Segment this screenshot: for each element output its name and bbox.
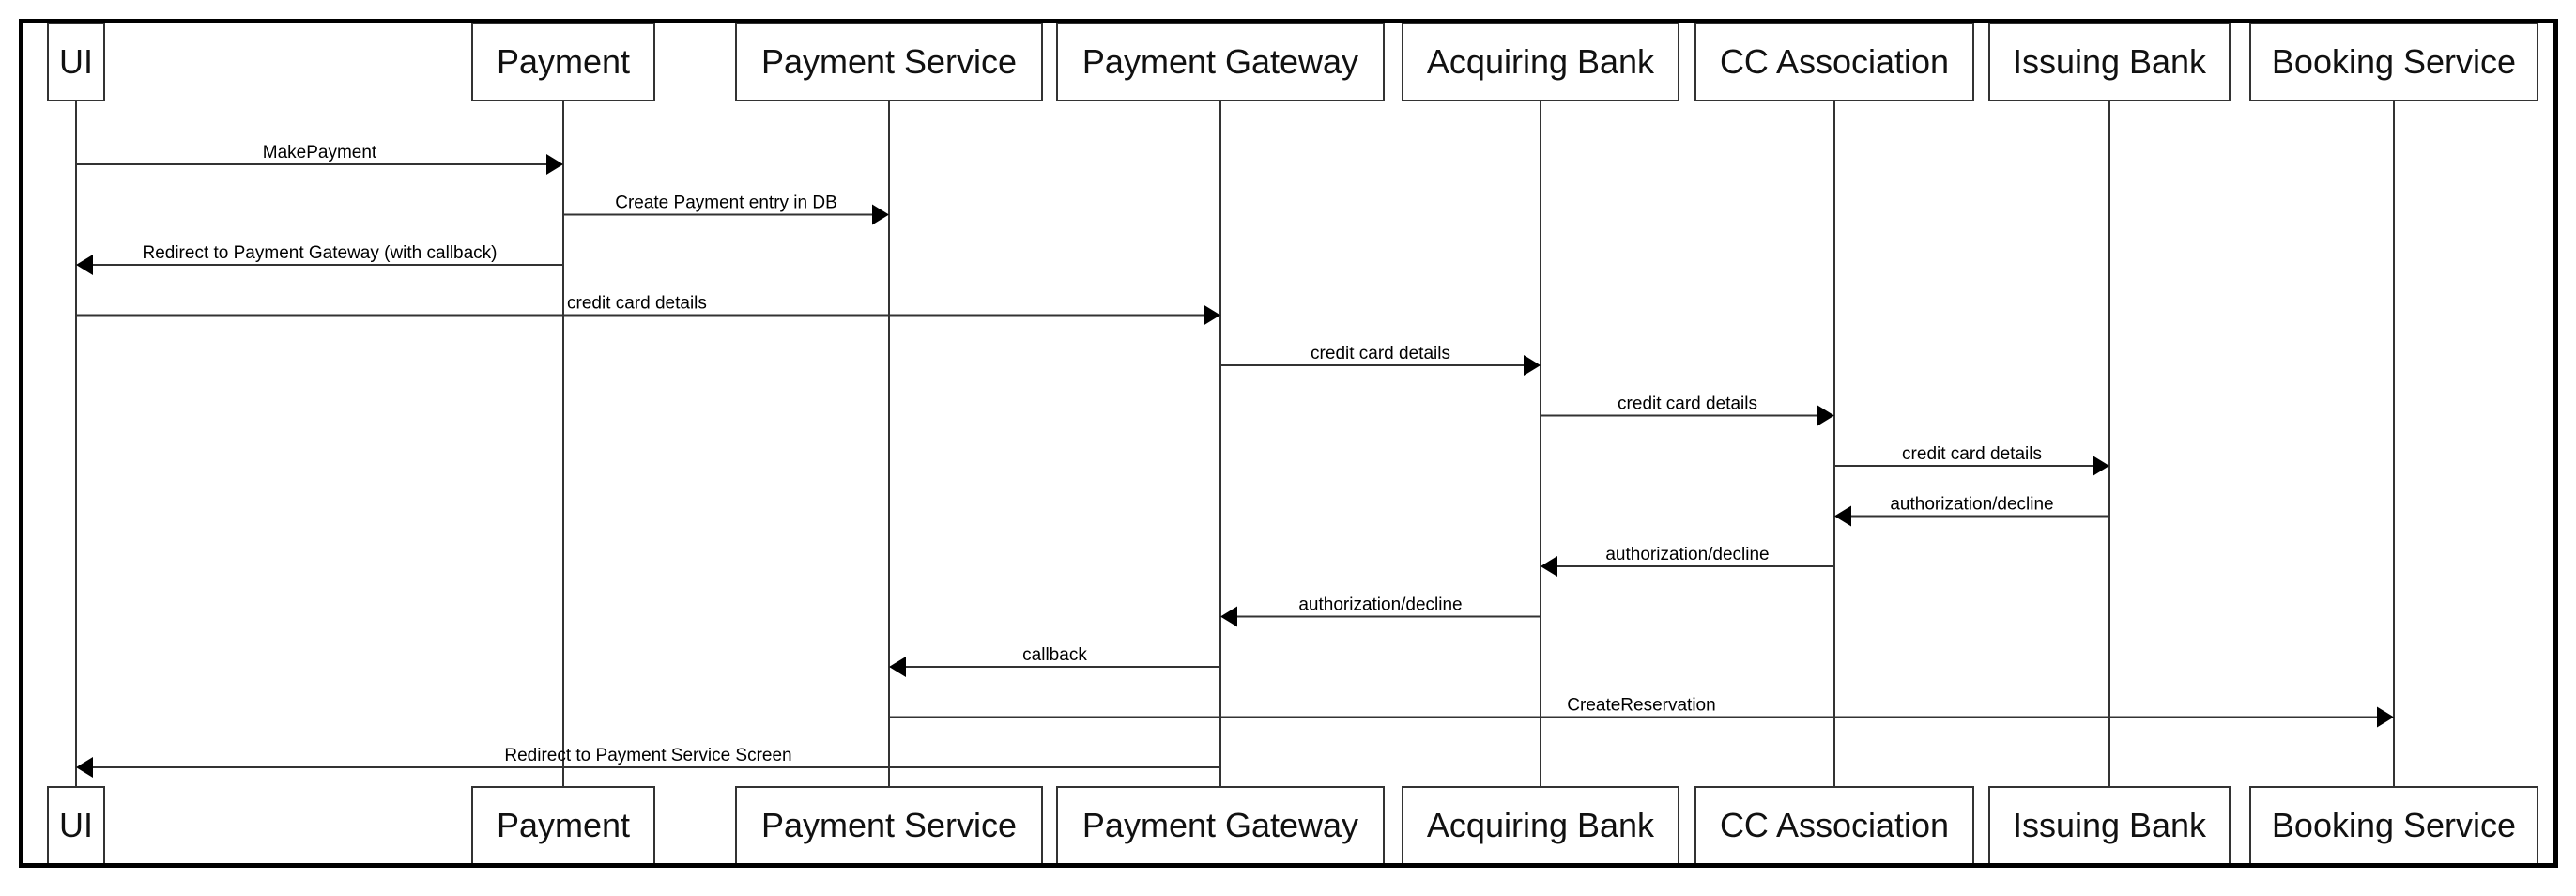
participant-label: UI xyxy=(59,42,93,81)
message-label: credit card details xyxy=(567,294,707,314)
participant-box xyxy=(1402,786,1679,863)
arrowhead-icon xyxy=(1817,405,1834,426)
participant-box xyxy=(1988,786,2231,863)
participant-acquiring-bank-top: Acquiring Bank xyxy=(1402,23,1679,101)
participant-box xyxy=(1694,786,1974,863)
arrowhead-icon xyxy=(2377,706,2394,728)
participant-cc-association-bottom: CC Association xyxy=(1694,786,1974,863)
participant-label: Issuing Bank xyxy=(2013,42,2207,81)
participant-payment-gateway-bottom: Payment Gateway xyxy=(1056,786,1385,863)
message-4: credit card details xyxy=(76,294,1220,326)
arrowhead-icon xyxy=(546,154,563,175)
message-label: CreateReservation xyxy=(1567,696,1715,716)
message-label: Redirect to Payment Service Screen xyxy=(504,746,791,765)
participant-label: Acquiring Bank xyxy=(1427,42,1655,81)
participant-box xyxy=(471,23,655,101)
participant-box xyxy=(1402,23,1679,101)
participant-cc-association-top: CC Association xyxy=(1694,23,1974,101)
participant-box xyxy=(471,786,655,863)
message-label: MakePayment xyxy=(263,143,377,162)
participant-label: CC Association xyxy=(1720,42,1949,81)
message-3: Redirect to Payment Gateway (with callba… xyxy=(76,243,563,275)
message-label: credit card details xyxy=(1902,444,2042,464)
participant-payment-service-top: Payment Service xyxy=(735,23,1043,101)
message-label: Redirect to Payment Gateway (with callba… xyxy=(142,243,497,263)
message-7: credit card details xyxy=(1834,444,2109,476)
message-label: authorization/decline xyxy=(1890,495,2053,515)
participant-box xyxy=(1694,23,1974,101)
arrowhead-icon xyxy=(2093,456,2109,476)
participant-label: UI xyxy=(59,806,93,844)
participant-label: Payment Service xyxy=(761,42,1017,81)
message-label: Create Payment entry in DB xyxy=(615,193,837,213)
participant-issuing-bank-bottom: Issuing Bank xyxy=(1988,786,2231,863)
arrowhead-icon xyxy=(1204,304,1220,326)
participant-payment-service-bottom: Payment Service xyxy=(735,786,1043,863)
participant-payment-bottom: Payment xyxy=(471,786,655,863)
message-9: authorization/decline xyxy=(1541,545,1834,577)
participant-box xyxy=(47,786,105,863)
arrowhead-icon xyxy=(1541,556,1557,577)
arrowhead-icon xyxy=(76,255,93,275)
message-10: authorization/decline xyxy=(1220,595,1541,627)
message-8: authorization/decline xyxy=(1834,495,2109,527)
message-label: credit card details xyxy=(1311,344,1450,363)
participant-label: Payment xyxy=(497,806,630,844)
arrowhead-icon xyxy=(872,204,889,225)
participant-ui-top: UI xyxy=(47,23,105,101)
participant-box xyxy=(735,23,1043,101)
participant-label: CC Association xyxy=(1720,806,1949,844)
arrowhead-icon xyxy=(889,657,906,677)
participant-label: Payment Gateway xyxy=(1082,42,1358,81)
participant-acquiring-bank-bottom: Acquiring Bank xyxy=(1402,786,1679,863)
participant-box xyxy=(1988,23,2231,101)
arrowhead-icon xyxy=(76,757,93,778)
participant-box xyxy=(1056,23,1385,101)
participant-label: Payment xyxy=(497,42,630,81)
message-1: MakePayment xyxy=(76,143,563,175)
participant-box xyxy=(47,23,105,101)
participant-box xyxy=(2249,786,2538,863)
message-5: credit card details xyxy=(1220,344,1541,376)
participant-booking-service-bottom: Booking Service xyxy=(2249,786,2538,863)
participant-issuing-bank-top: Issuing Bank xyxy=(1988,23,2231,101)
message-label: credit card details xyxy=(1618,394,1757,414)
arrowhead-icon xyxy=(1524,355,1541,376)
participant-box xyxy=(735,786,1043,863)
message-2: Create Payment entry in DB xyxy=(563,193,889,225)
message-13: Redirect to Payment Service Screen xyxy=(76,746,1220,778)
participant-payment-top: Payment xyxy=(471,23,655,101)
message-label: authorization/decline xyxy=(1298,595,1462,615)
participant-label: Booking Service xyxy=(2272,806,2516,844)
message-label: authorization/decline xyxy=(1605,545,1769,564)
participant-payment-gateway-top: Payment Gateway xyxy=(1056,23,1385,101)
participant-label: Issuing Bank xyxy=(2013,806,2207,844)
participant-label: Payment Gateway xyxy=(1082,806,1358,844)
participant-label: Acquiring Bank xyxy=(1427,806,1655,844)
participant-box xyxy=(1056,786,1385,863)
message-6: credit card details xyxy=(1541,394,1834,426)
message-11: callback xyxy=(889,645,1220,677)
participant-booking-service-top: Booking Service xyxy=(2249,23,2538,101)
message-12: CreateReservation xyxy=(889,696,2394,728)
participant-label: Booking Service xyxy=(2272,42,2516,81)
message-label: callback xyxy=(1022,645,1087,665)
arrowhead-icon xyxy=(1220,606,1237,627)
arrowhead-icon xyxy=(1834,505,1851,527)
participant-ui-bottom: UI xyxy=(47,786,105,863)
participant-label: Payment Service xyxy=(761,806,1017,844)
participant-box xyxy=(2249,23,2538,101)
